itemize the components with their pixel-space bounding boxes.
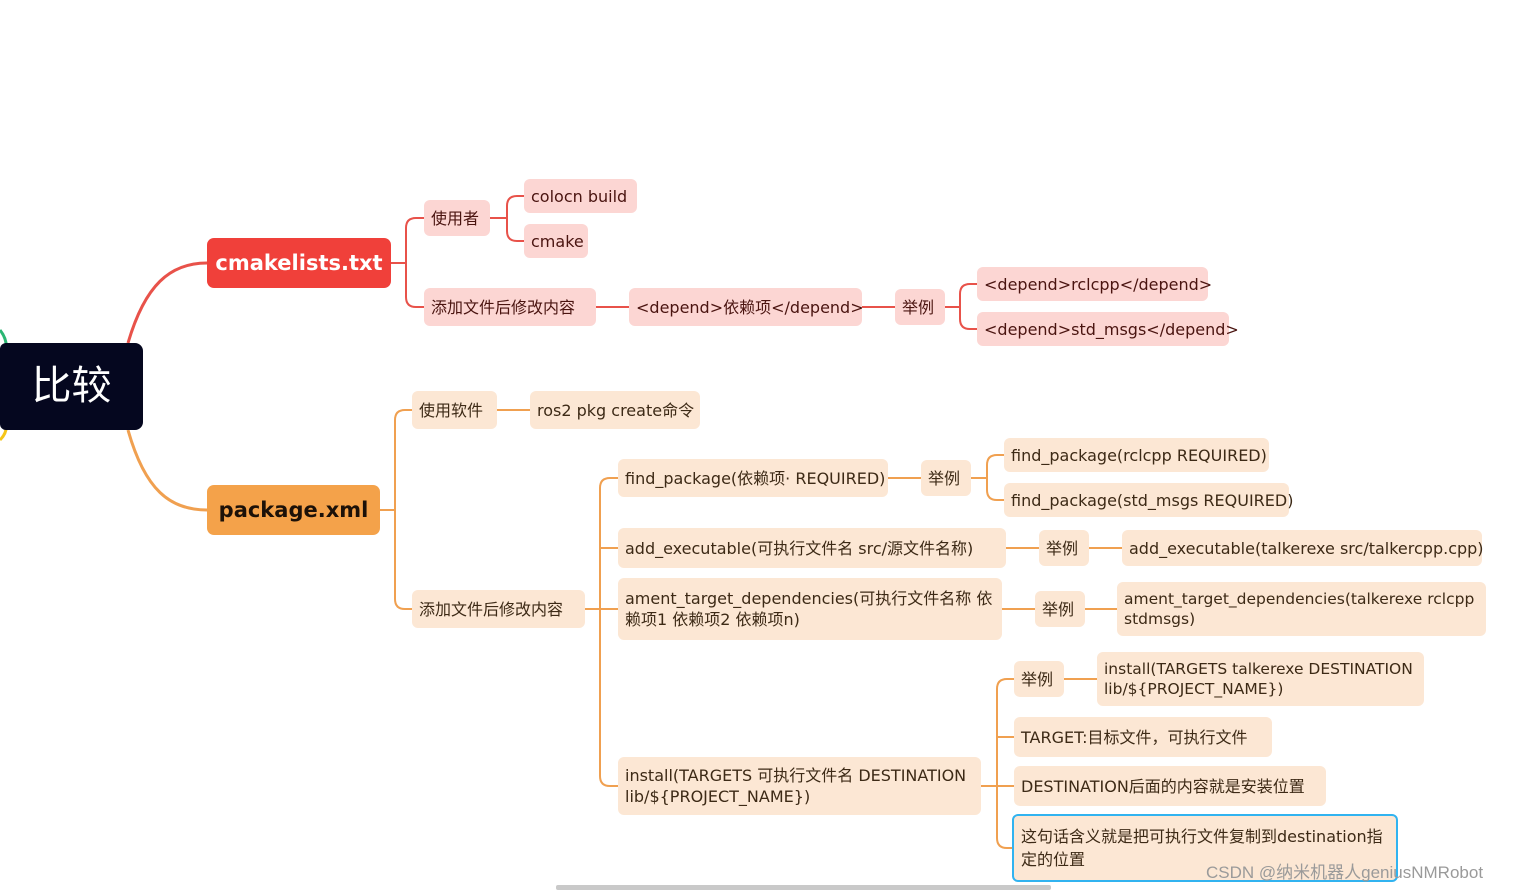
node-software[interactable]: 使用软件 (412, 391, 497, 429)
node-add-executable[interactable]: add_executable(可执行文件名 src/源文件名称) (618, 528, 1006, 568)
node-destination-note[interactable]: DESTINATION后面的内容就是安装位置 (1014, 766, 1326, 806)
node-install[interactable]: install(TARGETS 可执行文件名 DESTINATION lib/$… (618, 757, 981, 815)
node-install-example-label[interactable]: 举例 (1014, 661, 1064, 697)
node-install-example[interactable]: install(TARGETS talkerexe DESTINATION li… (1097, 652, 1424, 706)
node-find-rclcpp[interactable]: find_package(rclcpp REQUIRED) (1004, 438, 1269, 472)
branch-cmakelists[interactable]: cmakelists.txt (207, 238, 391, 288)
node-cmake[interactable]: cmake (524, 224, 588, 258)
root-node[interactable]: 比较 (0, 343, 143, 430)
node-red-example-label[interactable]: 举例 (895, 289, 945, 325)
node-depend-template[interactable]: <depend>依赖项</depend> (629, 288, 864, 326)
node-depend-rclcpp[interactable]: <depend>rclcpp</depend> (977, 267, 1212, 301)
node-colcon-build[interactable]: colocn build (524, 179, 637, 213)
node-ament[interactable]: ament_target_dependencies(可执行文件名称 依赖项1 依… (618, 578, 1002, 640)
branch-package-xml[interactable]: package.xml (207, 485, 380, 535)
node-red-modify[interactable]: 添加文件后修改内容 (424, 288, 596, 326)
node-ament-example-label[interactable]: 举例 (1035, 591, 1085, 627)
node-depend-std-msgs[interactable]: <depend>std_msgs</depend> (977, 312, 1239, 346)
horizontal-scrollbar[interactable] (556, 885, 1051, 890)
node-find-package[interactable]: find_package(依赖项· REQUIRED) (618, 459, 888, 497)
node-add-exec-example[interactable]: add_executable(talkerexe src/talkercpp.c… (1122, 530, 1484, 566)
watermark: CSDN @纳米机器人geniusNMRobot (1206, 863, 1484, 882)
node-ament-example[interactable]: ament_target_dependencies(talkerexe rclc… (1117, 582, 1486, 636)
node-add-exec-example-label[interactable]: 举例 (1039, 530, 1089, 566)
node-orange-modify[interactable]: 添加文件后修改内容 (412, 590, 585, 628)
node-find-std-msgs[interactable]: find_package(std_msgs REQUIRED) (1004, 483, 1293, 517)
node-target-note[interactable]: TARGET:目标文件，可执行文件 (1014, 717, 1272, 757)
node-ros2-pkg-create[interactable]: ros2 pkg create命令 (530, 391, 700, 429)
node-find-example-label[interactable]: 举例 (921, 460, 971, 496)
node-users[interactable]: 使用者 (424, 200, 490, 236)
node-copy-note[interactable]: 这句话含义就是把可执行文件复制到destination指定的位置 (1012, 814, 1398, 882)
